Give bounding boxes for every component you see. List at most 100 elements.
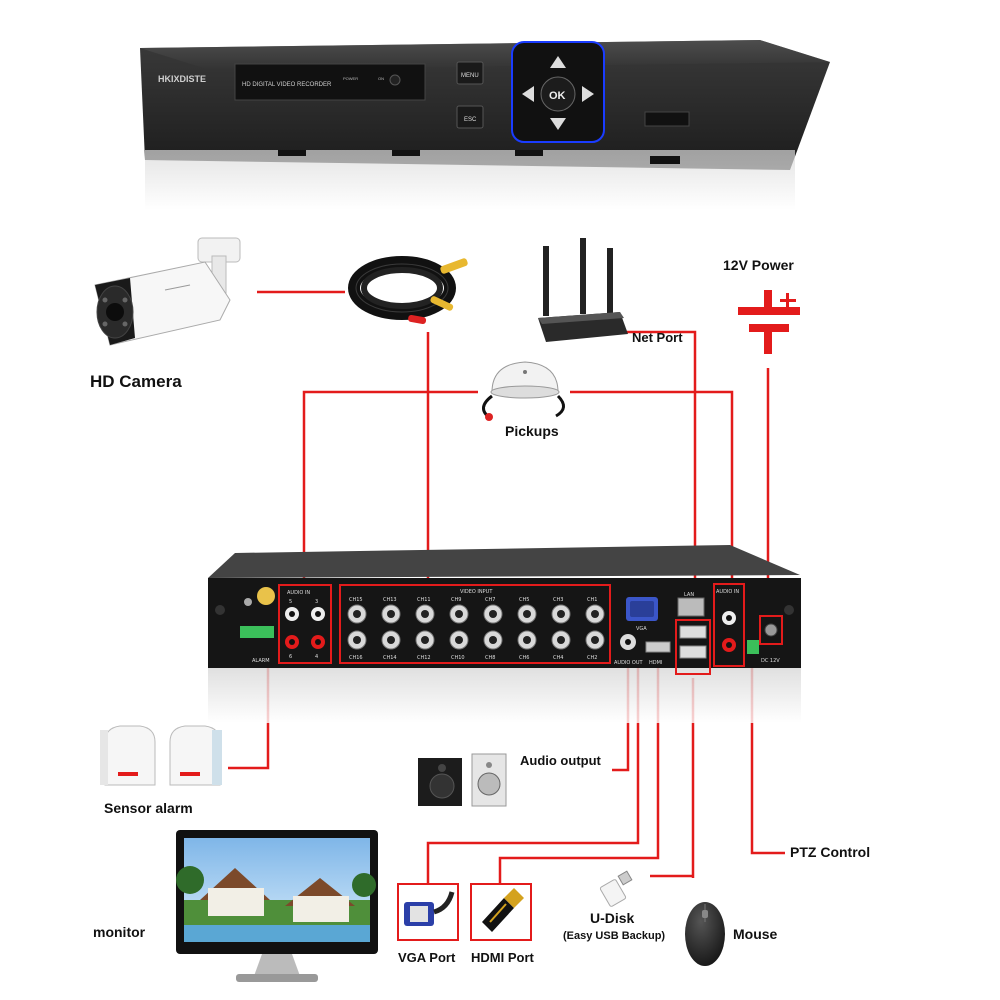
bnc-connector[interactable] (585, 604, 605, 624)
lan-port[interactable] (677, 597, 705, 617)
channel-label: CH11 (417, 597, 431, 603)
audio-out-label: AUDIO OUT (614, 660, 644, 666)
bnc-connector[interactable] (347, 604, 367, 624)
audio-num: 3 (315, 599, 318, 605)
bnc-connector[interactable] (517, 604, 537, 624)
audio-num: 4 (315, 654, 318, 660)
audio-in-right-label: AUDIO IN (716, 589, 739, 595)
front-on-text: ON (378, 76, 384, 81)
video-input-label: VIDEO INPUT (460, 589, 493, 595)
audio-output-label: Audio output (520, 753, 601, 768)
channel-label: CH2 (587, 655, 597, 661)
lan-port-label: LAN (684, 592, 694, 598)
channel-label: CH6 (519, 655, 529, 661)
audio-jack[interactable] (311, 635, 325, 649)
audio-in-right-group (713, 583, 745, 667)
esc-button[interactable] (456, 105, 484, 129)
audio-in-left-label: AUDIO IN (287, 590, 310, 596)
audio-jack[interactable] (285, 635, 299, 649)
power-symbol-icon (738, 290, 800, 354)
monitor-icon (176, 830, 378, 982)
vga-port-label: VGA (636, 626, 647, 632)
menu-button[interactable] (456, 61, 484, 85)
vga-plug-icon (404, 891, 455, 926)
audio-out-jack[interactable] (620, 634, 636, 650)
channel-label: CH13 (383, 597, 397, 603)
camera-icon (94, 237, 241, 346)
net-port-label: Net Port (632, 330, 683, 345)
channel-label: CH1 (587, 597, 597, 603)
audio-jack[interactable] (722, 611, 736, 625)
bnc-connector[interactable] (551, 630, 571, 650)
channel-label: CH8 (485, 655, 495, 661)
audio-num: 5 (289, 599, 292, 605)
usb-group (675, 619, 711, 675)
dvr-front-unit: HKIXDISTE HD DIGITAL VIDEO RECORDER POWE… (140, 40, 830, 210)
nav-up-arrow-icon[interactable] (550, 56, 566, 68)
bnc-connector[interactable] (381, 604, 401, 624)
dc-power-jack[interactable] (764, 623, 778, 637)
channel-label: CH15 (349, 597, 363, 603)
menu-label: MENU (461, 73, 479, 79)
bnc-connector[interactable] (585, 630, 605, 650)
ptz-control-label: PTZ Control (790, 844, 871, 860)
audio-jack[interactable] (285, 607, 299, 621)
audio-jack[interactable] (722, 638, 736, 652)
channel-label: CH4 (553, 655, 563, 661)
usb-port[interactable] (679, 625, 707, 639)
channel-label: CH10 (451, 655, 465, 661)
front-model-text: HD DIGITAL VIDEO RECORDER (242, 82, 332, 88)
nav-down-arrow-icon[interactable] (550, 118, 566, 130)
dc12v-group (759, 615, 783, 645)
nav-left-arrow-icon[interactable] (522, 86, 534, 102)
cable-coil-icon (348, 256, 468, 325)
sensor-icon (169, 725, 222, 786)
video-input-group (339, 584, 611, 664)
bnc-connector[interactable] (517, 630, 537, 650)
nav-right-arrow-icon[interactable] (582, 86, 594, 102)
u-disk-label: U-Disk (590, 910, 635, 926)
channel-label: CH7 (485, 597, 495, 603)
pickups-label: Pickups (505, 423, 559, 439)
ok-label: OK (549, 90, 566, 102)
hdmi-port-label: HDMI (649, 660, 662, 666)
channel-label: CH14 (383, 655, 397, 661)
mouse-label: Mouse (733, 926, 778, 942)
bnc-connector[interactable] (415, 630, 435, 650)
mouse-icon (685, 902, 725, 966)
bnc-connector[interactable] (551, 604, 571, 624)
usb-port[interactable] (679, 645, 707, 659)
channel-label: CH16 (349, 655, 363, 661)
channel-label: CH5 (519, 597, 529, 603)
esc-label: ESC (464, 117, 477, 123)
audio-num: 6 (289, 654, 292, 660)
microphone-icon (482, 361, 565, 421)
bnc-connector[interactable] (381, 630, 401, 650)
ok-button[interactable] (540, 76, 576, 112)
dc12v-label: DC 12V (761, 658, 780, 664)
bnc-connector[interactable] (347, 630, 367, 650)
sensor-icon (100, 725, 156, 786)
power-12v-label: 12V Power (723, 257, 794, 273)
vga-port[interactable] (626, 597, 658, 621)
hdmi-port[interactable] (645, 641, 671, 653)
channel-label: CH12 (417, 655, 431, 661)
hd-camera-label: HD Camera (90, 372, 182, 391)
vga-port-caption: VGA Port (398, 950, 456, 965)
bnc-connector[interactable] (449, 630, 469, 650)
bnc-connector[interactable] (483, 604, 503, 624)
u-disk-sub-label: (Easy USB Backup) (563, 930, 666, 942)
bnc-connector[interactable] (483, 630, 503, 650)
channel-label: CH9 (451, 597, 461, 603)
front-power-text: POWER (343, 76, 358, 81)
front-brand: HKIXDISTE (158, 74, 206, 84)
hdmi-port-caption: HDMI Port (471, 950, 534, 965)
audio-in-left-group (278, 584, 332, 664)
bnc-connector[interactable] (449, 604, 469, 624)
channel-label: CH3 (553, 597, 563, 603)
audio-jack[interactable] (311, 607, 325, 621)
bnc-connector[interactable] (415, 604, 435, 624)
connection-wires (228, 290, 785, 883)
